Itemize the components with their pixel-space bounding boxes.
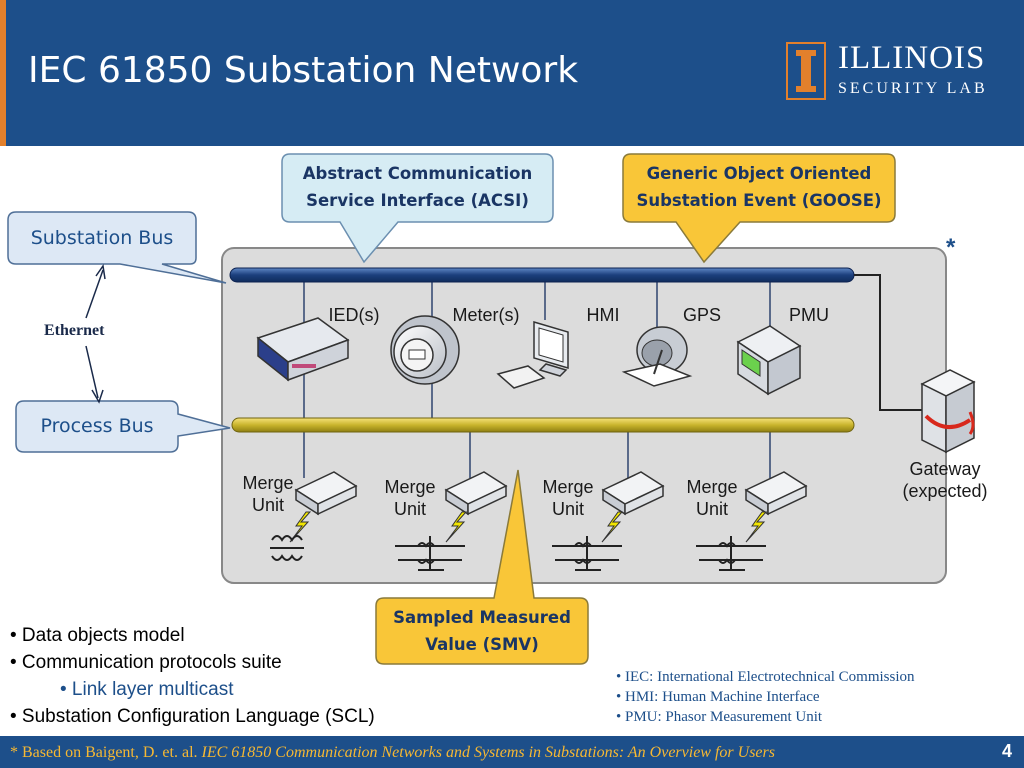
voltage-transformer-symbol-icon [696,536,766,571]
merge-unit-line-1: Merge [542,477,594,497]
merge-unit-icon [601,471,665,516]
merge-unit-line-1: Merge [384,477,436,497]
acronym-glossary: • IEC: International Electrotechnical Co… [616,667,915,727]
device-label-pmu: PMU [789,305,829,325]
lightning-bolt-icon [289,511,768,543]
substation-bus-bar [229,267,855,283]
bullet-item: • Substation Configuration Language (SCL… [10,706,375,727]
substation-network-diagram [7,153,976,665]
gateway-line-2: (expected) [902,481,988,501]
goose-callout-shape [622,153,896,264]
merge-unit-label: Merge Unit [376,476,444,520]
slide-header: IEC 61850 Substation Network ILLINOIS SE… [0,0,1024,146]
gateway-label: Gateway (expected) [890,458,1000,502]
ied-device-icon [256,317,350,382]
network-panel [221,247,947,584]
gateway-line-1: Gateway [909,459,981,479]
glossary-item: • IEC: International Electrotechnical Co… [616,669,915,685]
glossary-item: • PMU: Phasor Measurement Unit [616,709,823,725]
merge-unit-line-1: Merge [686,477,738,497]
smv-callout-shape [375,469,589,665]
acsi-line-2: Service Interface (ACSI) [306,191,529,210]
merge-unit-icon [444,471,508,516]
pmu-device-icon [736,325,802,396]
merge-unit-label: Merge Unit [534,476,602,520]
ethernet-arrows [85,264,106,404]
acsi-callout-shape [281,153,554,264]
logo-subtitle: SECURITY LAB [838,80,988,97]
voltage-transformer-symbol-icon [395,536,465,571]
current-transformer-symbol-icon [270,535,304,561]
merge-unit-line-2: Unit [393,499,426,519]
smv-line-1: Sampled Measured [393,608,571,627]
bullet-item: • Data objects model [10,625,185,646]
bullet-item: • Communication protocols suite [10,652,282,673]
feature-bullet-list: • Data objects model • Communication pro… [10,622,375,730]
goose-line-2: Substation Event (GOOSE) [636,191,882,210]
bullet-sub-item: • Link layer multicast [60,679,234,700]
process-bus-callout-shape [15,400,231,453]
slide-footer: * Based on Baigent, D. et. al. IEC 61850… [0,736,1024,768]
gps-device-icon [621,326,693,387]
slide-title: IEC 61850 Substation Network [28,50,579,91]
substation-bus-label: Substation Bus [30,227,174,249]
merge-unit-icon [294,471,358,516]
logo-name: ILLINOIS [838,40,986,76]
merge-unit-line-2: Unit [695,499,728,519]
smv-line-2: Value (SMV) [425,635,539,654]
hmi-device-icon [496,320,569,389]
merge-unit-icon [744,471,808,516]
device-label-ied: IED(s) [328,305,380,325]
merge-unit-line-2: Unit [551,499,584,519]
goose-callout-label: Generic Object Oriented Substation Event… [623,160,895,214]
smv-callout-label: Sampled Measured Value (SMV) [376,604,588,658]
meter-device-icon [390,315,460,385]
process-bus-bar [231,417,855,433]
illinois-logo-mark-icon [786,42,826,100]
footer-citation-title: IEC 61850 Communication Networks and Sys… [201,744,775,761]
glossary-item: • HMI: Human Machine Interface [616,689,820,705]
acsi-line-1: Abstract Communication [302,164,533,183]
device-label-hmi: HMI [586,305,620,325]
voltage-transformer-symbol-icon [552,536,622,571]
process-bus-label: Process Bus [40,415,154,437]
header-accent-bar [0,0,6,146]
gateway-connector [854,274,922,411]
footer-citation: * Based on Baigent, D. et. al. IEC 61850… [10,744,775,762]
ethernet-label: Ethernet [44,322,105,339]
device-label-gps: GPS [682,305,721,325]
merge-unit-line-2: Unit [251,495,284,515]
process-bus-drops [303,432,771,478]
acsi-callout-label: Abstract Communication Service Interface… [282,160,553,214]
device-label-meter: Meter(s) [452,305,520,325]
merge-unit-label: Merge Unit [234,472,302,516]
page-number: 4 [1001,741,1012,761]
footer-prefix: * Based on Baigent, D. et. al. [10,744,202,761]
gateway-server-icon [920,369,976,454]
merge-unit-line-1: Merge [242,473,294,493]
asterisk-marker: * [946,234,956,261]
merge-unit-label: Merge Unit [678,476,746,520]
substation-bus-callout-shape [7,211,227,284]
illinois-security-lab-logo: ILLINOIS SECURITY LAB [786,40,1004,102]
goose-line-1: Generic Object Oriented [646,164,872,183]
